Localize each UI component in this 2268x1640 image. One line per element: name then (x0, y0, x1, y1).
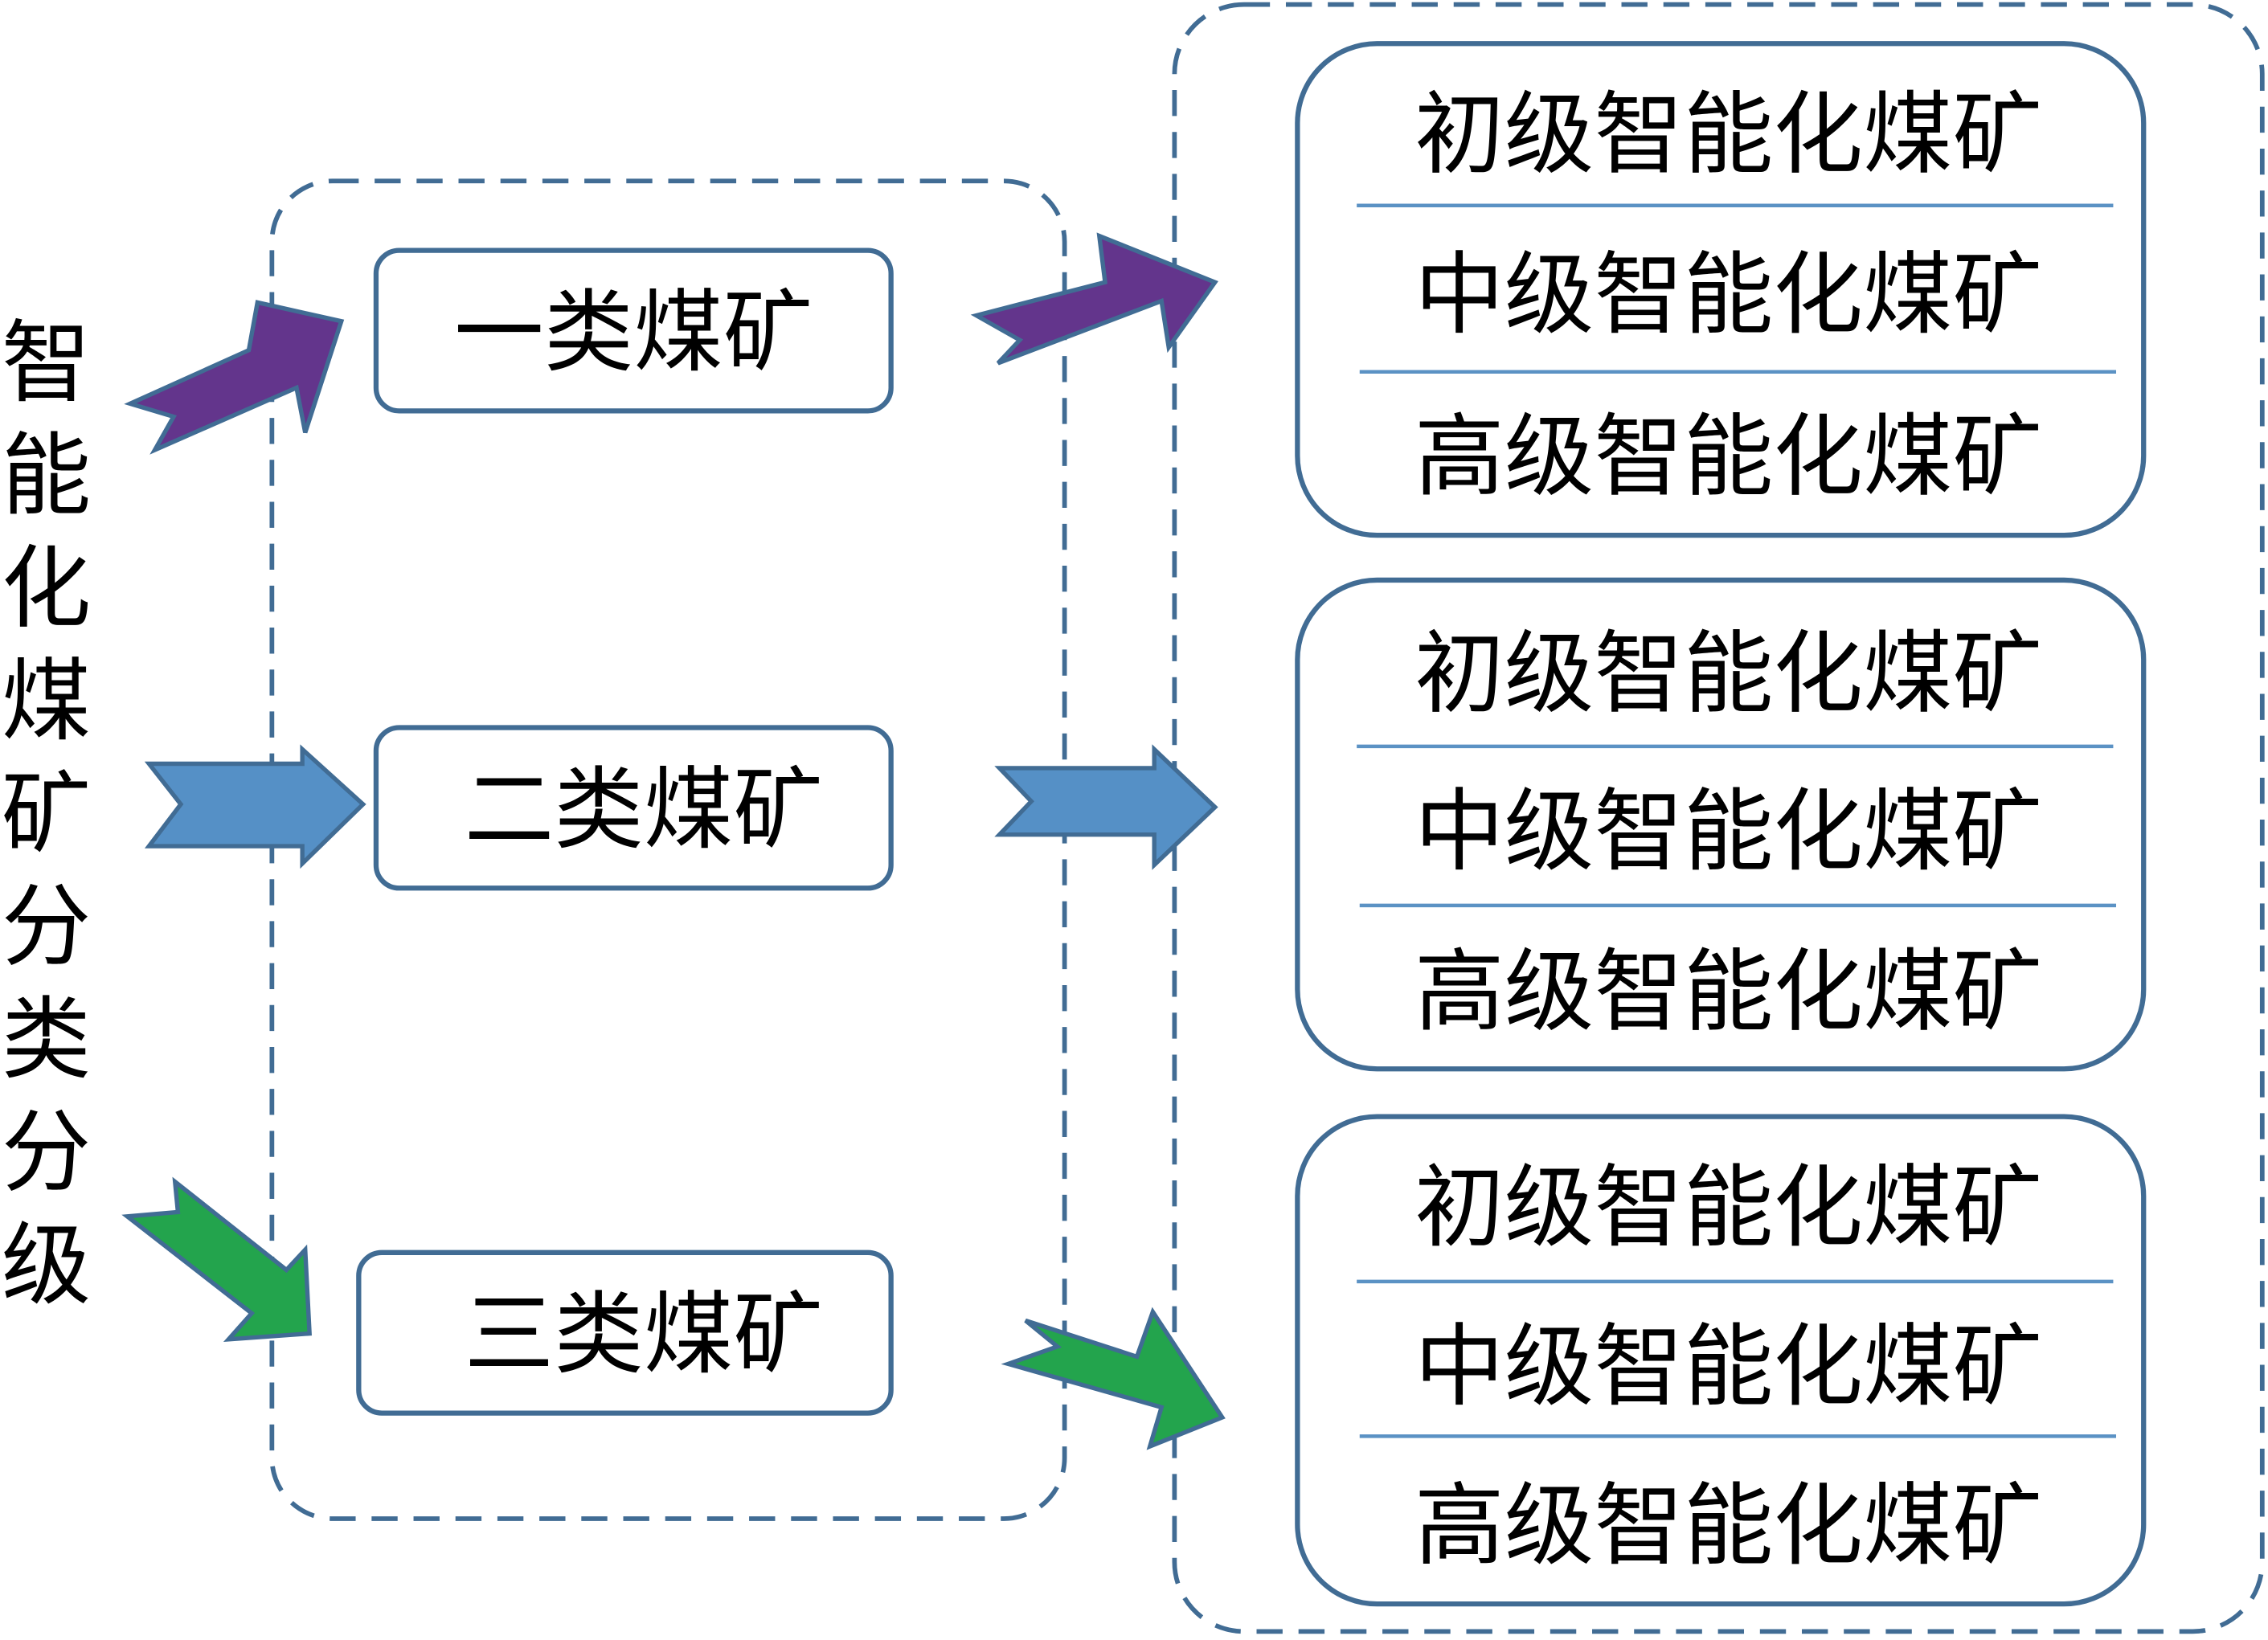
title-char: 分 (2, 1100, 92, 1204)
title-char: 煤 (2, 649, 92, 754)
title-char: 级 (2, 1213, 92, 1318)
vertical-title: 智 能 化 煤 矿 分 类 分 级 (2, 311, 92, 1318)
level-label: 初级智能化煤矿 (1414, 1155, 2042, 1260)
title-char: 化 (2, 537, 92, 641)
level-label: 初级智能化煤矿 (1414, 82, 2042, 186)
arrow-green-left-icon (121, 1176, 312, 1342)
level-label: 初级智能化煤矿 (1414, 622, 2042, 726)
level-label: 中级智能化煤矿 (1414, 243, 2042, 347)
category-box-3[interactable]: 三类煤矿 (356, 1249, 894, 1416)
arrow-blue-right-icon (994, 744, 1218, 870)
level-group-3: 初级智能化煤矿 中级智能化煤矿 高级智能化煤矿 (1295, 1114, 2147, 1607)
arrow-purple-right-icon (970, 232, 1218, 366)
category-box-1[interactable]: 一类煤矿 (373, 247, 894, 414)
level-label: 中级智能化煤矿 (1414, 1315, 2042, 1419)
level-label: 高级智能化煤矿 (1414, 940, 2042, 1045)
arrow-purple-left-icon (124, 300, 345, 455)
arrow-blue-left-icon (144, 744, 366, 869)
level-label: 中级智能化煤矿 (1414, 779, 2042, 884)
category-label: 二类煤矿 (465, 758, 823, 862)
title-char: 分 (2, 875, 92, 980)
level-label: 高级智能化煤矿 (1414, 1474, 2042, 1578)
title-char: 矿 (2, 762, 92, 866)
level-group-2: 初级智能化煤矿 中级智能化煤矿 高级智能化煤矿 (1295, 577, 2147, 1072)
level-label: 高级智能化煤矿 (1414, 405, 2042, 509)
arrow-green-right-icon (1001, 1307, 1226, 1450)
level-group-1: 初级智能化煤矿 中级智能化煤矿 高级智能化煤矿 (1295, 41, 2147, 538)
title-char: 智 (2, 311, 92, 415)
category-box-2[interactable]: 二类煤矿 (373, 725, 894, 891)
title-char: 类 (2, 988, 92, 1092)
category-label: 一类煤矿 (454, 280, 813, 385)
category-label: 三类煤矿 (465, 1282, 823, 1387)
category-dashed-container (269, 178, 1067, 1521)
title-char: 能 (2, 423, 92, 528)
